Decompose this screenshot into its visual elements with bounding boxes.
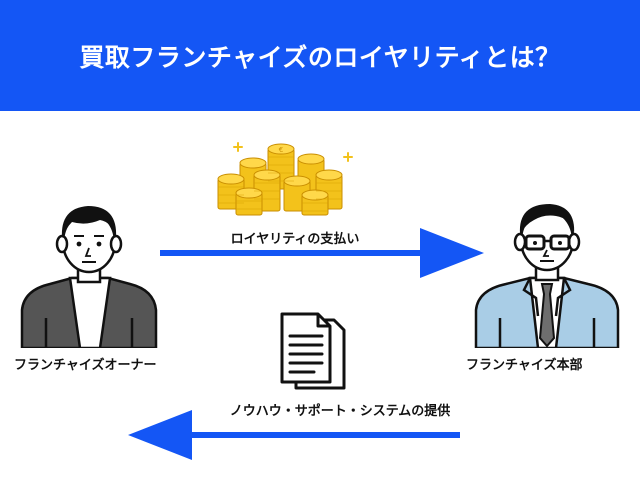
royalty-payment-label: ロイヤリティの支払い [230,232,360,247]
svg-text:€: € [279,146,283,154]
franchise-owner-avatar [20,206,158,348]
arrow-left-icon [128,410,460,460]
franchise-hq-avatar [474,204,620,348]
arrow-right-icon [160,228,484,278]
page-title: 買取フランチャイズのロイヤリティとは？ [79,42,561,72]
documents-icon [280,312,346,390]
knowhow-support-label: ノウハウ・サポート・システムの提供 [229,404,451,419]
header-banner: 買取フランチャイズのロイヤリティとは？ [0,0,640,111]
franchise-hq-label: フランチャイズ本部 [466,358,583,373]
coin-stacks-icon: € [217,142,353,216]
franchise-owner-label: フランチャイズオーナー [14,358,157,373]
